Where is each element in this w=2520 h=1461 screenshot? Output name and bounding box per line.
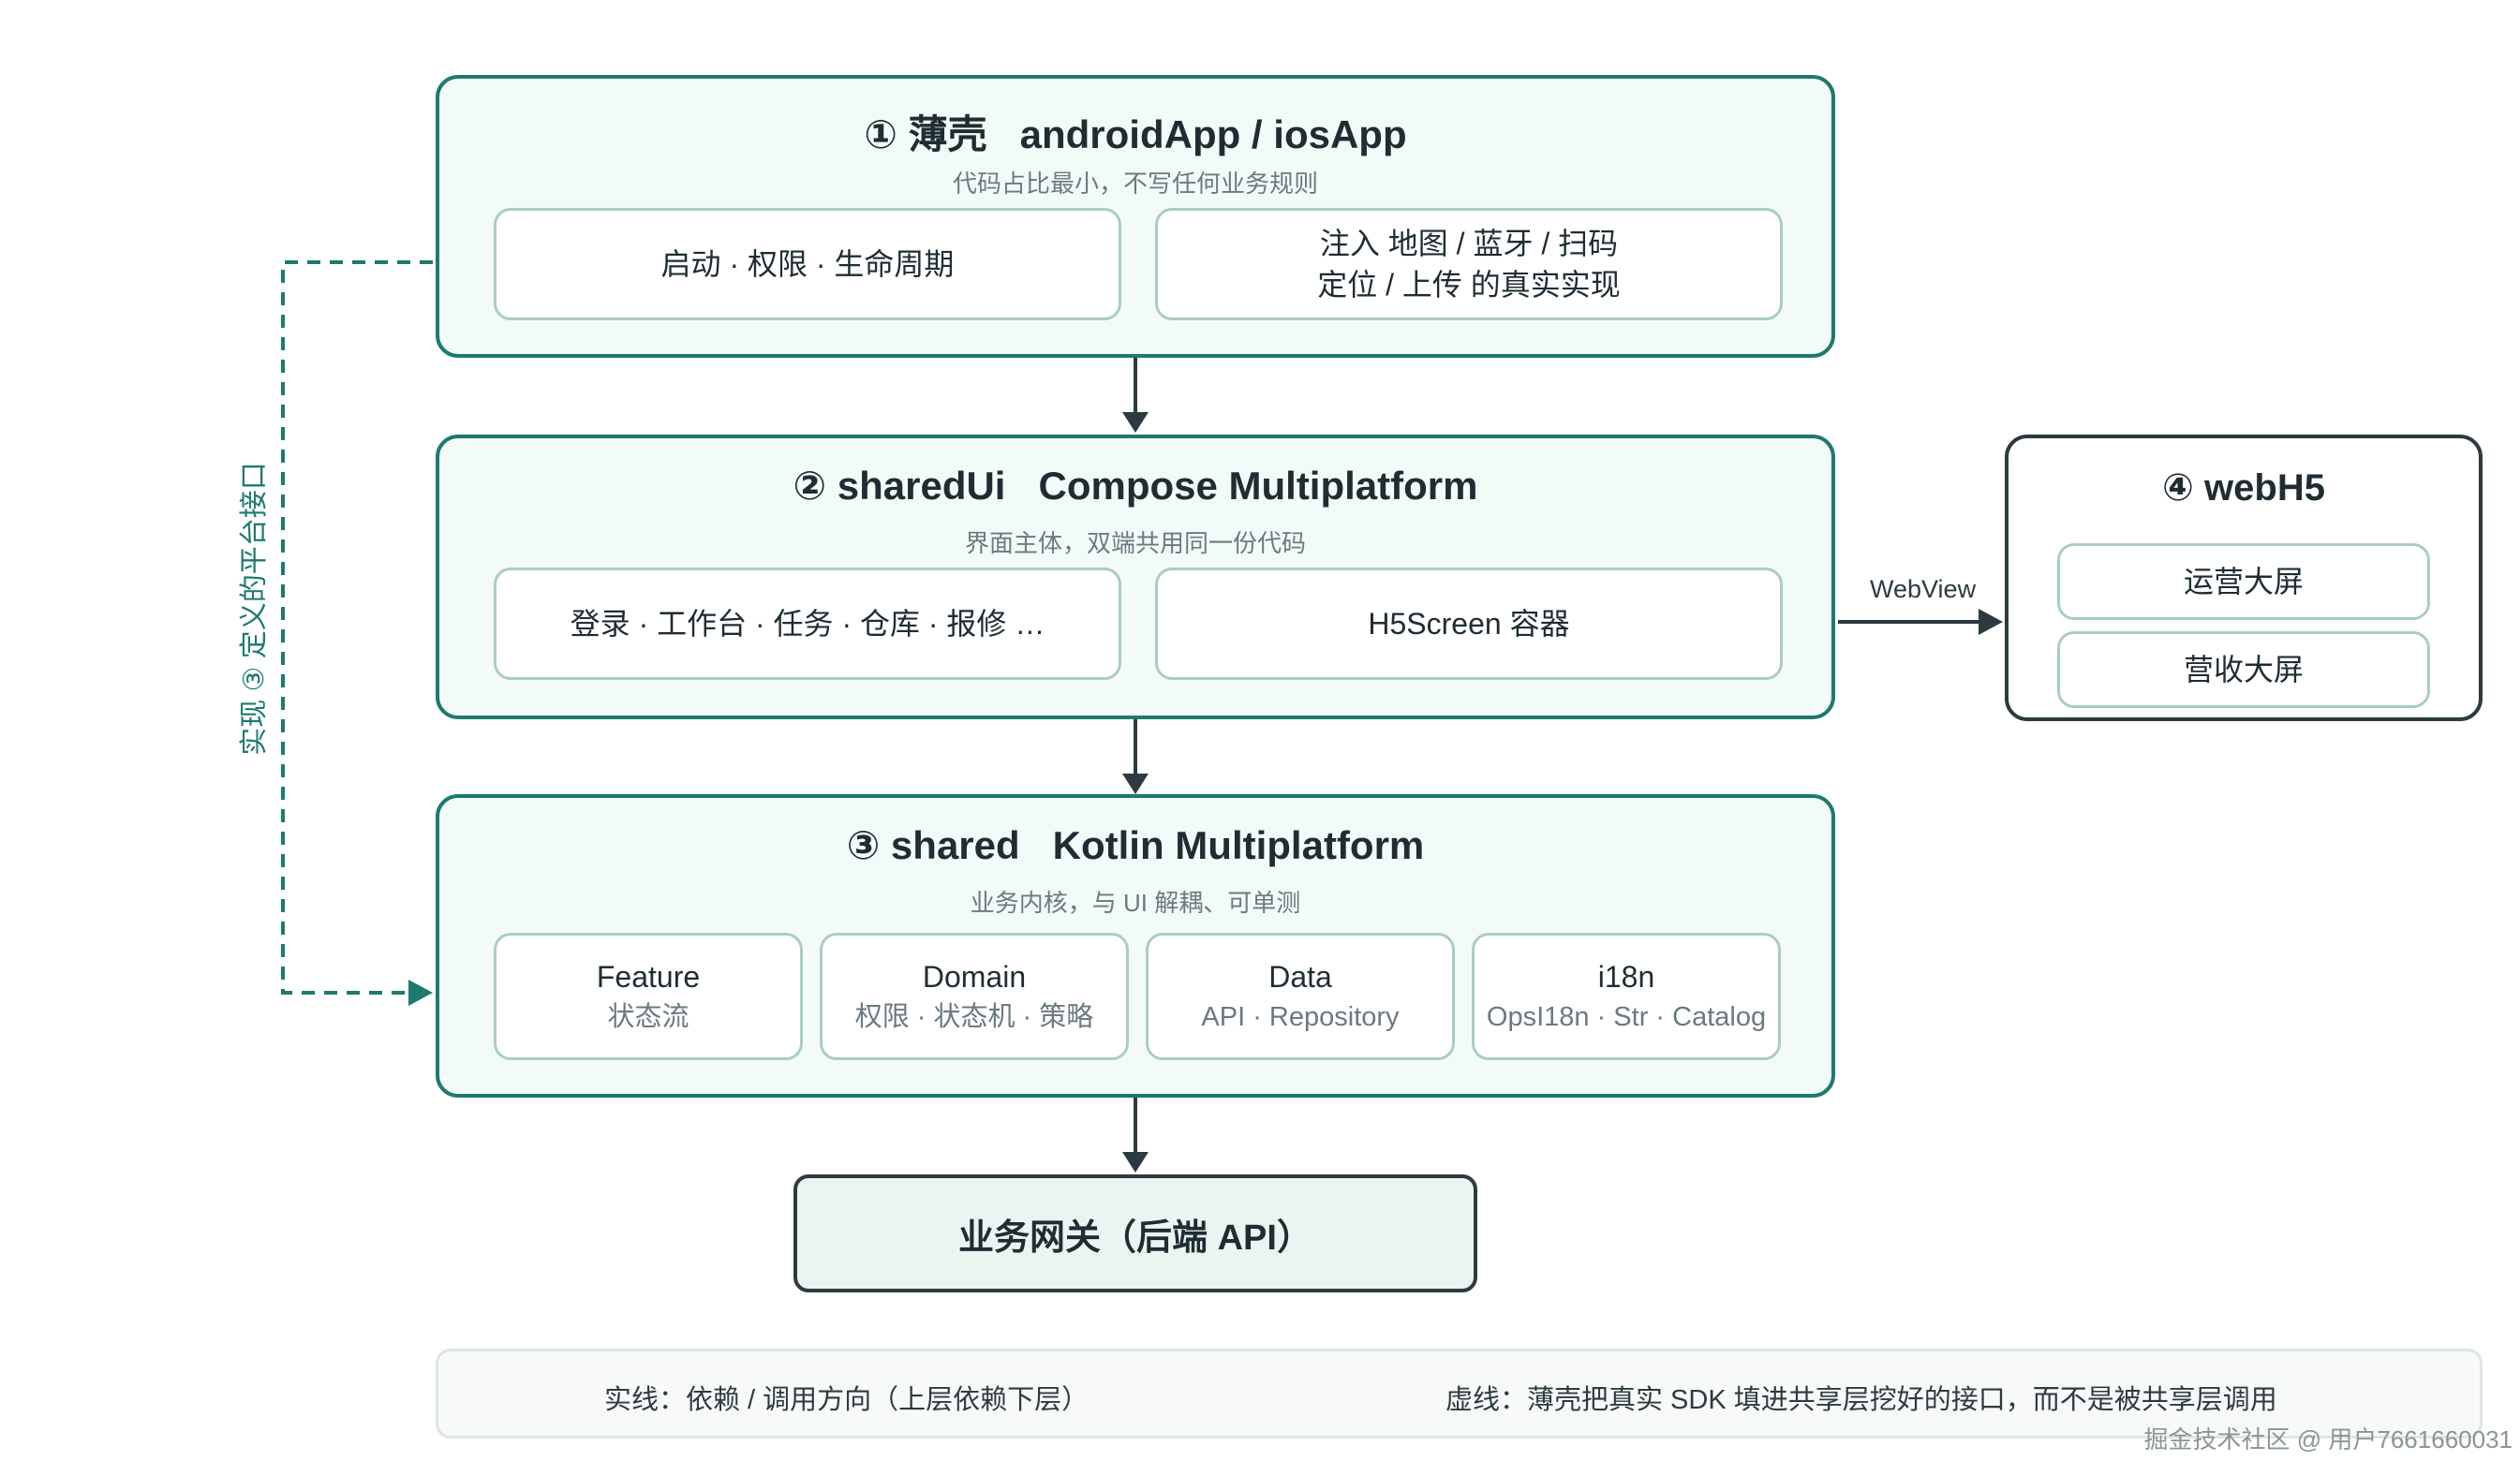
legend-solid-text: 实线：依赖 / 调用方向（上层依赖下层）	[604, 1385, 1090, 1415]
shell-injection-line-2: 定位 / 上传 的真实实现	[1317, 268, 1621, 302]
legend: 实线：依赖 / 调用方向（上层依赖下层） 虚线：薄壳把真实 SDK 填进共享层挖…	[436, 1349, 2483, 1439]
h5screen-container-text: H5Screen 容器	[1368, 607, 1570, 641]
shell-injection-box: 注入 地图 / 蓝牙 / 扫码 定位 / 上传 的真实实现	[1155, 208, 1783, 320]
sharedui-layer: ② sharedUi Compose Multiplatform 界面主体，双端…	[436, 435, 1835, 719]
h5screen-container-box: H5Screen 容器	[1155, 568, 1783, 680]
shell-layer-title: ① 薄壳 androidApp / iosApp	[864, 112, 1407, 156]
webh5-title: ④ webH5	[2162, 467, 2325, 509]
module-data-name: Data	[1268, 960, 1332, 994]
webh5-item-operations: 运营大屏	[2057, 543, 2430, 620]
business-gateway-label: 业务网关（后端 API）	[958, 1218, 1312, 1258]
module-i18n-name: i18n	[1597, 960, 1655, 994]
sharedui-layer-title: ② sharedUi Compose Multiplatform	[793, 464, 1478, 508]
module-i18n-detail: OpsI18n · Str · Catalog	[1486, 1002, 1767, 1032]
webh5-box: ④ webH5 运营大屏 营收大屏	[2005, 435, 2483, 721]
module-data: Data API · Repository	[1146, 933, 1455, 1060]
sharedui-screens-text: 登录 · 工作台 · 任务 · 仓库 · 报修 …	[570, 607, 1045, 641]
shell-lifecycle-box: 启动 · 权限 · 生命周期	[494, 208, 1121, 320]
module-feature-name: Feature	[596, 960, 701, 994]
arrow-sharedui-to-shared	[1122, 719, 1149, 794]
webh5-item-revenue-text: 营收大屏	[2183, 653, 2304, 686]
module-i18n: i18n OpsI18n · Str · Catalog	[1472, 933, 1781, 1060]
module-domain-detail: 权限 · 状态机 · 策略	[854, 1002, 1094, 1032]
shared-layer: ③ shared Kotlin Multiplatform 业务内核，与 UI …	[436, 794, 1835, 1098]
legend-dashed-text: 虚线：薄壳把真实 SDK 填进共享层挖好的接口，而不是被共享层调用	[1445, 1385, 2277, 1415]
shell-layer: ① 薄壳 androidApp / iosApp 代码占比最小，不写任何业务规则…	[436, 75, 1835, 358]
module-domain-name: Domain	[922, 960, 1027, 994]
dashed-implement-arrow	[281, 260, 433, 1006]
webh5-item-operations-text: 运营大屏	[2183, 565, 2304, 598]
shell-injection-line-1: 注入 地图 / 蓝牙 / 扫码	[1319, 227, 1619, 260]
arrow-shared-to-gateway	[1122, 1098, 1149, 1173]
sharedui-screens-box: 登录 · 工作台 · 任务 · 仓库 · 报修 …	[494, 568, 1121, 680]
implement-interface-label: 实现 ③ 定义的平台接口	[239, 462, 270, 756]
shared-layer-title: ③ shared Kotlin Multiplatform	[846, 823, 1425, 867]
sharedui-layer-subtitle: 界面主体，双端共用同一份代码	[964, 529, 1306, 557]
module-feature: Feature 状态流	[494, 933, 803, 1060]
business-gateway-box: 业务网关（后端 API）	[793, 1174, 1477, 1292]
webview-label: WebView	[1870, 575, 1977, 603]
module-domain: Domain 权限 · 状态机 · 策略	[820, 933, 1129, 1060]
module-feature-detail: 状态流	[607, 1002, 689, 1032]
arrow-webview	[1838, 609, 2003, 635]
watermark: 掘金技术社区 @ 用户7661660031	[2143, 1425, 2513, 1454]
module-data-detail: API · Repository	[1201, 1002, 1400, 1032]
webh5-item-revenue: 营收大屏	[2057, 631, 2430, 708]
arrow-shell-to-sharedui	[1122, 358, 1149, 433]
shell-lifecycle-text: 启动 · 权限 · 生命周期	[660, 247, 955, 281]
shell-layer-subtitle: 代码占比最小，不写任何业务规则	[952, 170, 1318, 198]
shared-layer-subtitle: 业务内核，与 UI 解耦、可单测	[970, 889, 1301, 917]
